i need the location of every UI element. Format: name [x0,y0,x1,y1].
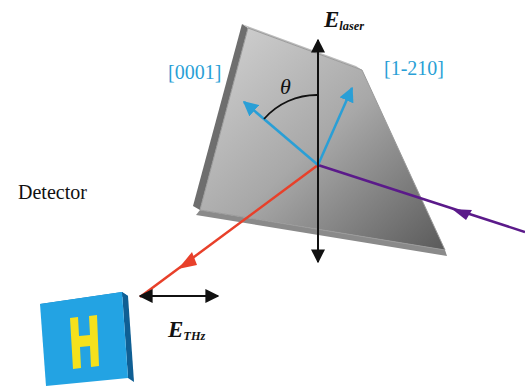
axis-arrow [244,102,318,165]
detector [40,292,128,386]
axis-arrow [318,88,352,165]
antenna-symbol [70,315,99,369]
polarization-arrow [140,295,218,297]
angle-arc [264,95,318,119]
crystal-slab [200,28,445,250]
laser-beam [318,165,525,232]
field-label: Elaser [324,8,364,33]
beam-arrowhead [178,252,197,269]
beam-arrowhead [452,209,472,220]
axis-label: [1-210] [384,58,444,78]
thz-beam [140,165,318,297]
angle-label: θ [280,76,291,98]
detector-label: Detector [18,182,87,202]
axis-label: [0001] [168,62,221,82]
field-label: ETHz [168,318,205,343]
polarization-arrow [317,40,319,262]
